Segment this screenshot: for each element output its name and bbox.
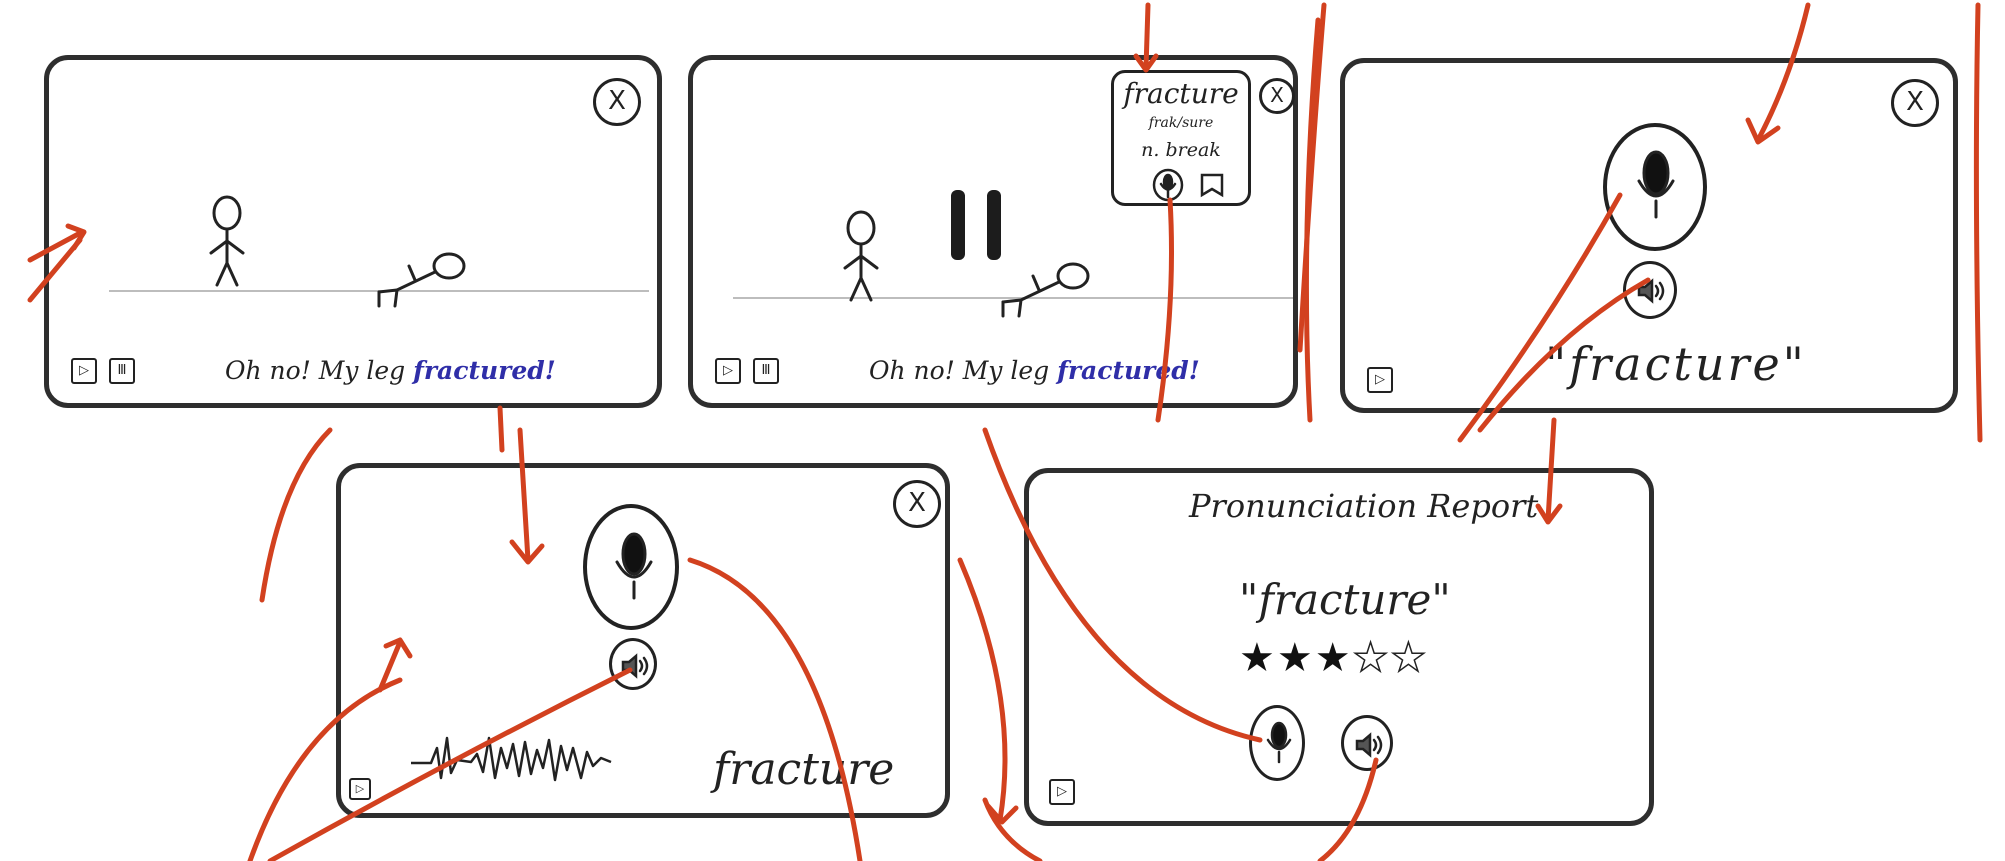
- star-outline-icon: ★: [1352, 634, 1391, 682]
- popup-phonetic: frak/sure: [1148, 115, 1214, 131]
- report-title: Pronunciation Report: [1189, 487, 1539, 525]
- play-icon: ▷: [355, 782, 365, 795]
- fallen-stick-figure: [1001, 262, 1090, 318]
- close-icon: X: [908, 488, 926, 518]
- pause-icon: Ⅲ: [117, 363, 127, 378]
- play-icon: ▷: [1375, 372, 1385, 387]
- prompt-word: "fracture": [1545, 337, 1807, 391]
- star-icon: ★: [1276, 635, 1315, 681]
- flow-arrow: [497, 405, 505, 453]
- play-icon: ▷: [723, 363, 733, 378]
- star-outline-icon: ★: [1390, 634, 1429, 682]
- close-icon: X: [1270, 83, 1284, 107]
- flow-arrow: [1303, 17, 1321, 423]
- storyboard-frame-pronunciation-prompt: X "fracture" ▷: [1340, 58, 1958, 413]
- close-icon: X: [1906, 87, 1924, 117]
- microphone-icon: [1637, 150, 1675, 219]
- speaker-icon: [1355, 732, 1383, 758]
- record-mic-button[interactable]: [1249, 705, 1305, 781]
- highlighted-word[interactable]: fractured!: [1057, 356, 1200, 385]
- speaker-button[interactable]: [1623, 261, 1677, 319]
- play-button[interactable]: ▷: [715, 358, 741, 384]
- star-icon: ★: [1239, 635, 1277, 681]
- record-mic-button[interactable]: [1603, 123, 1707, 251]
- subtitle-text: Oh no! My leg: [225, 356, 406, 385]
- highlighted-word[interactable]: fractured!: [413, 356, 556, 385]
- popup-actions: [1152, 168, 1224, 202]
- pause-button[interactable]: Ⅲ: [109, 358, 135, 384]
- flow-arrow: [259, 427, 333, 603]
- subtitle-line: Oh no! My leg fractured!: [225, 356, 556, 385]
- speaker-icon: [1637, 278, 1665, 304]
- play-icon: ▷: [79, 363, 89, 378]
- subtitle-text: Oh no! My leg: [869, 356, 1050, 385]
- microphone-icon: [1266, 721, 1292, 764]
- close-button[interactable]: X: [893, 480, 941, 528]
- flow-arrow: [957, 557, 1008, 823]
- close-button[interactable]: X: [593, 78, 641, 126]
- pause-icon: Ⅲ: [761, 363, 771, 378]
- pause-indicator-bar: [951, 190, 965, 260]
- spoken-word: fracture: [713, 744, 895, 795]
- standing-stick-figure: [843, 210, 879, 302]
- speaker-button[interactable]: [1341, 715, 1393, 771]
- pause-indicator-bar: [987, 190, 1001, 260]
- star-rating: ★★★★★: [1239, 634, 1429, 682]
- storyboard-frame-definition-popup: X fracture frak/sure n. break: [688, 55, 1298, 408]
- report-word: "fracture": [1239, 575, 1451, 624]
- play-button[interactable]: ▷: [1049, 779, 1075, 805]
- fallen-stick-figure: [377, 252, 466, 308]
- record-mic-button[interactable]: [583, 504, 679, 630]
- flow-arrow: [1973, 2, 1983, 443]
- star-icon: ★: [1314, 635, 1353, 681]
- ground-line: [733, 297, 1293, 299]
- close-button[interactable]: X: [1259, 78, 1295, 114]
- flow-arrow: [985, 803, 1019, 825]
- pause-button[interactable]: Ⅲ: [753, 358, 779, 384]
- play-button[interactable]: ▷: [71, 358, 97, 384]
- bookmark-icon: [1200, 173, 1224, 198]
- play-button[interactable]: ▷: [349, 778, 371, 800]
- popup-definition: n. break: [1141, 139, 1221, 161]
- play-icon: ▷: [1057, 784, 1067, 799]
- speaker-button[interactable]: [609, 638, 657, 690]
- storyboard-frame-video-playing: X ▷ Ⅲ Oh no! My leg fractured!: [44, 55, 662, 408]
- play-button[interactable]: ▷: [1367, 367, 1393, 393]
- subtitle-line: Oh no! My leg fractured!: [869, 356, 1200, 385]
- microphone-icon: [615, 532, 653, 600]
- definition-popup: fracture frak/sure n. break: [1111, 70, 1251, 206]
- standing-stick-figure: [209, 195, 245, 287]
- audio-waveform: [411, 736, 612, 782]
- speaker-icon: [621, 653, 649, 679]
- storyboard-frame-pronunciation-report: Pronunciation Report "fracture" ★★★★★ ▷: [1024, 468, 1654, 826]
- close-button[interactable]: X: [1891, 79, 1939, 127]
- popup-word: fracture: [1123, 77, 1239, 110]
- close-icon: X: [608, 86, 626, 116]
- flow-arrow: [1297, 2, 1327, 353]
- storyboard-frame-recording: X fracture ▷: [336, 463, 950, 818]
